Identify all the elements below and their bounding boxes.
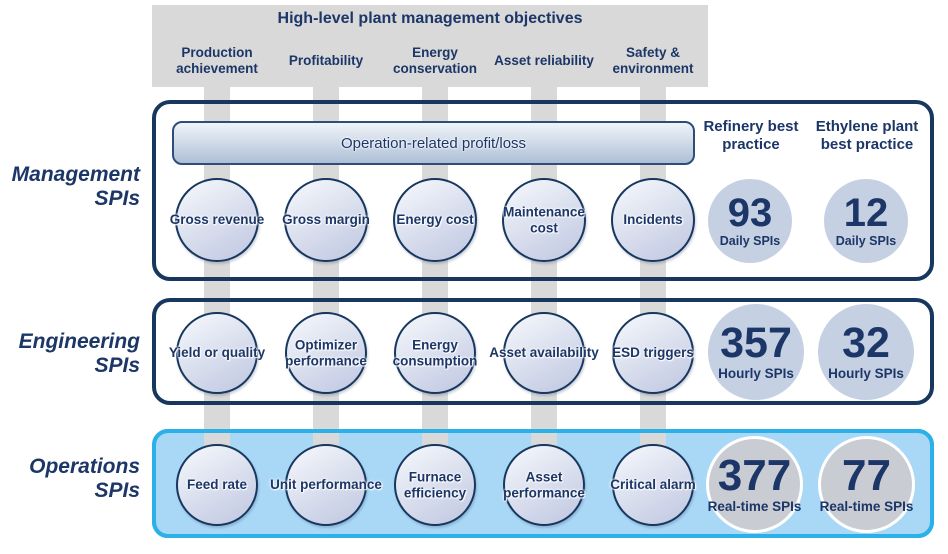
spi-circle-maintenance-cost: Maintenance cost — [502, 178, 586, 262]
spi-circle-incidents: Incidents — [611, 178, 695, 262]
row-label-operations-spis: Operations SPIs — [29, 455, 140, 502]
operations-box — [152, 429, 934, 538]
spi-circle-yield-or-quality: Yield or quality — [169, 312, 265, 394]
refinery-realtime-spis-circle: 377 Real-time SPIs — [706, 436, 803, 533]
refinery-realtime-spis-unit: Real-time SPIs — [707, 498, 802, 514]
refinery-daily-spis-unit: Daily SPIs — [719, 234, 781, 248]
objectives-banner — [152, 5, 708, 87]
refinery-daily-spis-circle: 93 Daily SPIs — [708, 179, 792, 263]
spi-circle-gross-revenue: Gross revenue — [170, 178, 264, 262]
spi-circle-furnace-efficiency: Furnace efficiency — [394, 444, 476, 526]
spi-circle-asset-availability: Asset availability — [489, 312, 599, 394]
refinery-hourly-spis-unit: Hourly SPIs — [718, 365, 794, 381]
spi-circle-label: Asset performance — [503, 469, 585, 500]
row-label-management-spis: Management SPIs — [11, 163, 140, 210]
objective-label-energy-conservation: Energy conservation — [392, 44, 478, 76]
banner-title: High-level plant management objectives — [277, 10, 583, 27]
ethylene-daily-spis-circle: 12 Daily SPIs — [824, 179, 908, 263]
ethylene-realtime-spis-count: 77 — [842, 451, 891, 501]
engineering-box — [152, 298, 934, 405]
spi-circle-esd-triggers: ESD triggers — [612, 312, 694, 394]
refinery-hourly-spis-count: 357 — [720, 319, 792, 368]
ethylene-hourly-spis-unit: Hourly SPIs — [828, 365, 904, 381]
spi-circle-label: Unit performance — [270, 477, 382, 493]
ethylene-hourly-spis-circle: 32 Hourly SPIs — [818, 304, 914, 400]
spi-circle-label: Feed rate — [186, 477, 248, 493]
spi-circle-label: Asset availability — [489, 345, 599, 361]
spi-circle-energy-consumption: Energy consumption — [393, 312, 477, 394]
management-box — [152, 100, 934, 281]
refinery-realtime-spis-count: 377 — [717, 451, 792, 501]
ethylene-realtime-spis-unit: Real-time SPIs — [819, 498, 914, 514]
refinery-hourly-spis-circle: 357 Hourly SPIs — [708, 304, 804, 400]
spi-circle-label: Maintenance cost — [503, 204, 585, 235]
spi-circle-label: ESD triggers — [612, 345, 694, 361]
refinery-best-practice-header: Refinery best practice — [703, 117, 799, 153]
spi-circle-label: Yield or quality — [168, 345, 266, 361]
objective-label-asset-reliability: Asset reliability — [494, 52, 594, 68]
spi-circle-feed-rate: Feed rate — [176, 444, 258, 526]
spi-circle-label: Critical alarm — [610, 477, 696, 493]
refinery-daily-spis-count: 93 — [727, 191, 773, 235]
ethylene-realtime-spis-circle: 77 Real-time SPIs — [818, 436, 915, 533]
operation-profit-loss-pill: Operation-related profit/loss — [172, 121, 695, 165]
ethylene-hourly-spis-count: 32 — [842, 319, 890, 368]
spi-circle-label: Gross revenue — [169, 212, 265, 228]
spi-circle-label: Energy cost — [396, 212, 474, 228]
spi-circle-label: Incidents — [623, 212, 683, 228]
objective-label-profitability: Profitability — [288, 52, 364, 68]
row-label-engineering-spis: Engineering SPIs — [18, 330, 140, 377]
objective-label-safety-environment: Safety & environment — [612, 44, 694, 76]
spi-circle-label: Energy consumption — [392, 337, 478, 368]
spi-circle-energy-cost: Energy cost — [393, 178, 477, 262]
ethylene-best-practice-header: Ethylene plant best practice — [815, 117, 919, 153]
spi-circle-label: Optimizer performance — [285, 337, 367, 368]
ethylene-daily-spis-unit: Daily SPIs — [835, 234, 897, 248]
spi-circle-label: Gross margin — [282, 212, 370, 228]
spi-circle-asset-performance: Asset performance — [503, 444, 585, 526]
spi-circle-gross-margin: Gross margin — [282, 178, 370, 262]
spi-circle-unit-performance: Unit performance — [270, 444, 382, 526]
spi-circle-critical-alarm: Critical alarm — [610, 444, 696, 526]
spi-circle-label: Furnace efficiency — [403, 469, 467, 500]
objective-label-production-achievement: Production achievement — [176, 44, 258, 76]
ethylene-daily-spis-count: 12 — [843, 191, 889, 235]
spi-circle-optimizer-performance: Optimizer performance — [285, 312, 367, 394]
